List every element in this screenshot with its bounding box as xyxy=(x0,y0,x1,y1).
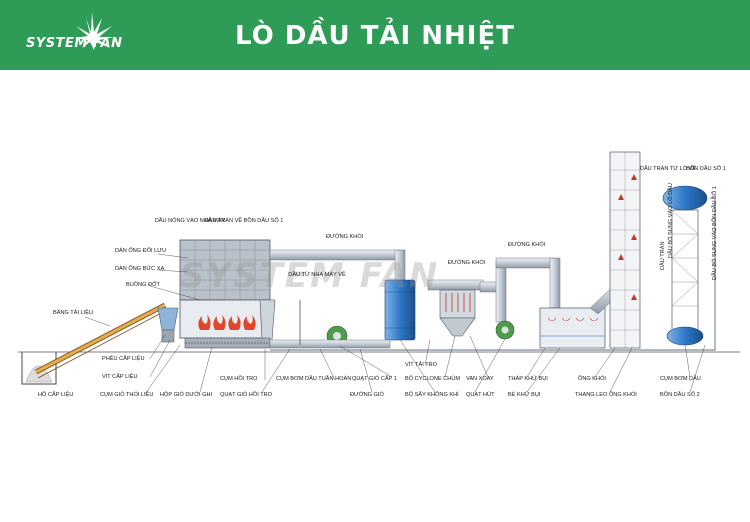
header-bar: SYSTEM FAN LÒ DẦU TẢI NHIỆT xyxy=(0,0,750,70)
watermark: SYSTEM FAN xyxy=(180,256,440,296)
label-bang-tai-lieu: BĂNG TẢI LIỆU xyxy=(53,310,93,316)
label-vit-tai-tro: VÍT TẢI TRO xyxy=(405,362,438,368)
label-cum-bom-dau-tuan-hoan: CỤM BƠM DẦU TUẦN HOÀN xyxy=(276,376,352,382)
be-khu-bui xyxy=(539,307,606,349)
label-dau-tran-ve-bon-dau-so1: DẦU TRÀN VỀ BỒN DẦU SỐ 1 xyxy=(204,218,284,224)
quat-hut xyxy=(495,320,515,340)
logo-icon xyxy=(74,12,114,50)
label-vit-cap-lieu: VÍT CẤP LIỆU xyxy=(102,374,138,380)
label-dau-tran: DẦU TRÀN xyxy=(660,241,666,271)
page-title: LÒ DẦU TẢI NHIỆT xyxy=(235,21,515,51)
conveyor-belt xyxy=(34,302,167,379)
label-quat-gio-cap1: QUẠT GIÓ CẤP 1 xyxy=(352,376,397,382)
label-quat-hut: QUẠT HÚT xyxy=(466,392,495,398)
bon-dau-tower xyxy=(662,185,708,346)
label-thang-leo-ong-khoi: THANG LEO ỐNG KHÓI xyxy=(575,392,637,398)
process-diagram-graphic xyxy=(18,151,740,395)
label-thap-khu-bui: THÁP KHỬ BỤI xyxy=(508,376,548,382)
label-bo-say-khong-khi: BỘ SẤY KHÔNG KHÍ xyxy=(405,392,459,398)
label-bo-cyclone-chum: BỘ CYCLONE CHÙM xyxy=(405,376,461,382)
label-hop-gio-duoi-ghi: HỘP GIÓ DƯỚI GHI xyxy=(160,392,213,398)
pheu-cap-lieu xyxy=(157,307,179,343)
ho-cap-lieu-pit xyxy=(21,352,57,385)
leader-lines xyxy=(84,253,706,395)
label-dau-nong-vao-nha-may: DẦU NÓNG VÀO NHÀ MÁY xyxy=(154,218,226,224)
label-duong-khoi-1: ĐƯỜNG KHÓI xyxy=(326,234,364,240)
bo-cyclone-chum xyxy=(427,279,484,337)
oil-return-line xyxy=(270,197,716,351)
label-ho-cap-lieu: HỐ CẤP LIỆU xyxy=(38,392,74,398)
label-cum-bom-dau: CỤM BƠM DẦU xyxy=(660,376,701,382)
duong-gio xyxy=(269,339,391,349)
label-duong-khoi-2: ĐƯỜNG KHÓI xyxy=(448,260,486,266)
flames xyxy=(198,315,256,330)
logo-text: SYSTEM FAN xyxy=(26,36,123,51)
label-bon-dau-so2: BỒN DẦU SỐ 2 xyxy=(660,392,700,398)
label-quat-gio-hoi-tro: QUẠT GIÓ HỒI TRO xyxy=(220,392,273,398)
label-dau-tu-nha-may-ve: DẦU TỪ NHÀ MÁY VỀ xyxy=(288,272,346,278)
label-duong-khoi-3: ĐƯỜNG KHÓI xyxy=(508,242,546,248)
label-van-xoay: VAN XOAY xyxy=(466,376,494,382)
label-ong-khoi: ỐNG KHÓI xyxy=(578,376,606,382)
label-be-khu-bui: BỂ KHỬ BỤI xyxy=(508,392,541,398)
boiler-diagram: SYSTEM FAN DẦU NÓNG VÀO NHÀ MÁY DẦU TRÀN… xyxy=(0,70,750,522)
label-cum-hoi-tro: CỤM HỒI TRO xyxy=(220,376,258,382)
label-pheu-cap-lieu: PHỄU CẤP LIỆU xyxy=(102,356,145,362)
label-buong-dot: BUỒNG ĐỐT xyxy=(126,282,160,288)
label-bon-dau-so1: BỒN DẦU SỐ 1 xyxy=(686,166,726,172)
label-dau-bo-sung-vao-bon-dau-so1: DẦU BỔ SUNG VÀO BỒN DẦU SỐ 1 xyxy=(712,186,718,280)
label-dan-ong-doi-luu: DÀN ỐNG ĐỐI LƯU xyxy=(115,248,167,254)
label-duong-gio: ĐƯỜNG GIÓ xyxy=(350,392,384,398)
ong-khoi xyxy=(609,151,641,349)
label-dan-ong-buc-xa: DÀN ỐNG BỨC XẠ xyxy=(115,266,165,272)
label-dau-tran-tu-lo-ve: DẦU TRÀN TỪ LÒ VỀ xyxy=(639,166,697,172)
furnace xyxy=(179,239,276,349)
label-dau-bo-sung-vao-lo-dau: DẦU BỔ SUNG VÀO LÒ DẦU xyxy=(668,183,674,258)
label-cum-gio-thoi-lieu: CỤM GIÓ THỔI LIỆU xyxy=(100,392,154,398)
bo-say-khong-khi xyxy=(384,279,416,341)
